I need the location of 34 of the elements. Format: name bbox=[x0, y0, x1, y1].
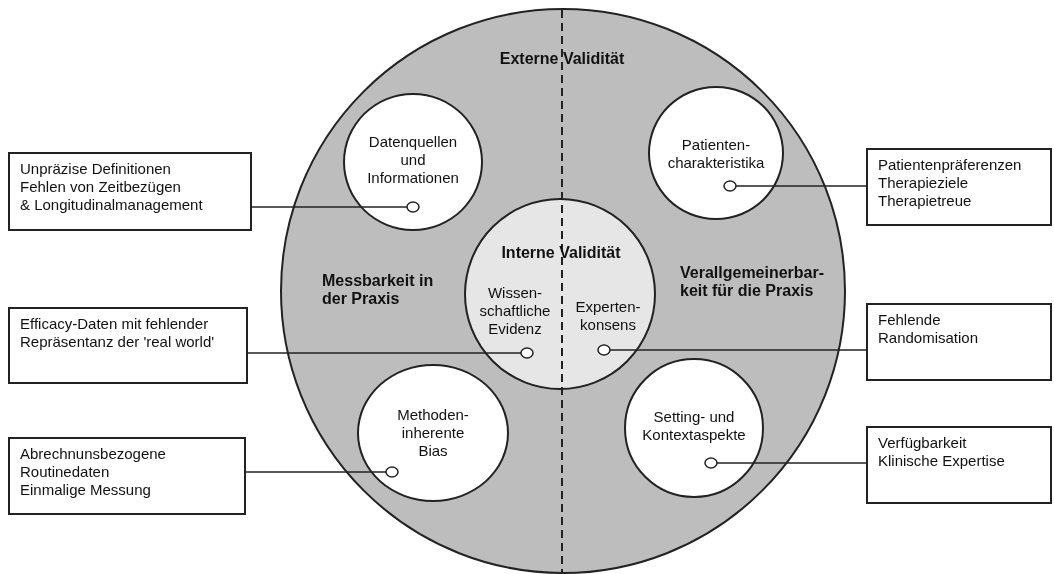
note-text: Unpräzise Definitionen bbox=[20, 160, 172, 178]
circle-label: Setting- und Kontextaspekte bbox=[641, 408, 747, 444]
circle-label: Wissen- schaftliche Evidenz bbox=[478, 284, 552, 338]
note-text: Fehlen von Zeitbezügen bbox=[20, 178, 182, 196]
area-label: Verallgemeinerbar- keit für die Praxis bbox=[680, 264, 826, 300]
note-text: Einmalige Messung bbox=[20, 481, 152, 499]
note-text: Therapieziele bbox=[878, 174, 970, 192]
note-box bbox=[866, 426, 1052, 504]
heading: Interne Validität bbox=[500, 244, 622, 262]
note-text: Efficacy-Daten mit fehlender Repräsentanz der 'real world' bbox=[20, 315, 216, 351]
note-box bbox=[8, 307, 248, 384]
note-text: Abrechnunsbezogene Routinedaten bbox=[20, 445, 167, 481]
note-text: Therapietreue bbox=[878, 192, 973, 210]
note-text: Klinische Expertise bbox=[878, 452, 1006, 470]
circle-label: Patienten- charakteristika bbox=[666, 136, 766, 172]
note-text: Fehlende Randomisation bbox=[878, 311, 980, 347]
note-box bbox=[8, 437, 246, 515]
area-label: Messbarkeit in der Praxis bbox=[322, 272, 435, 308]
circle-label: Datenquellen und Informationen bbox=[366, 133, 460, 187]
note-text: Verfügbarkeit bbox=[878, 434, 968, 452]
leader-line bbox=[251, 201, 420, 213]
note-text: Patientenpräferenzen bbox=[878, 156, 1023, 174]
note-box bbox=[8, 152, 252, 231]
note-box bbox=[866, 303, 1052, 381]
circle-label: Methoden- inherente Bias bbox=[396, 406, 470, 460]
leader-line bbox=[704, 457, 867, 469]
leader-line bbox=[723, 180, 867, 192]
leader-line bbox=[597, 344, 867, 356]
note-box bbox=[866, 148, 1052, 226]
circle-label: Experten- konsens bbox=[574, 298, 642, 334]
note-text: & Longitudinalmanagement bbox=[20, 196, 204, 214]
leader-line bbox=[247, 347, 534, 359]
heading: Externe Validität bbox=[498, 50, 626, 68]
leader-line bbox=[245, 466, 399, 478]
